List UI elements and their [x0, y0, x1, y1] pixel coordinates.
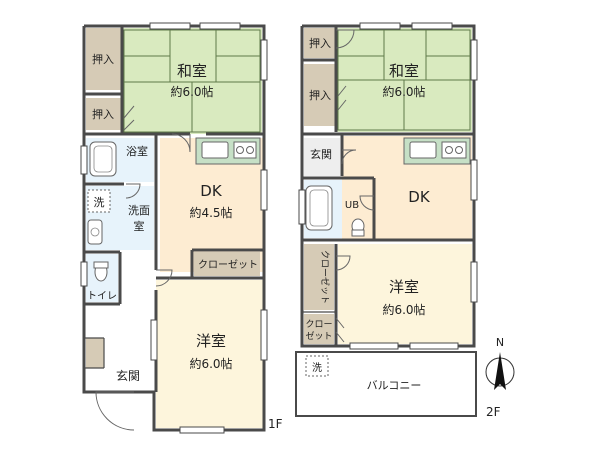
- f2-genkan-fill: [304, 138, 340, 176]
- f2-stove-icon: [441, 141, 467, 159]
- f2-closet-small-fill: [304, 314, 334, 344]
- floor-1: 押入 押入 和室 約6.0帖 浴室 DK 約4.5帖 洗 洗面 室 トイレ クロ…: [80, 22, 283, 434]
- f1-washer-box: [87, 189, 111, 213]
- f1-floor-label: 1F: [268, 417, 283, 431]
- f1-kitchen-sink-icon: [201, 141, 229, 159]
- f1-bathtub-icon: [89, 141, 117, 177]
- f1-oshiire-top-label: 押入: [92, 52, 114, 66]
- f2-doors: [335, 29, 375, 343]
- f2-balcony-label: バルコニー: [367, 379, 422, 392]
- f1-closet-fill: [194, 252, 260, 276]
- f2-yoshitsu-size: 約6.0帖: [382, 302, 425, 317]
- f1-windows: [80, 22, 268, 434]
- f2-closet-tall-label: クローゼット: [319, 250, 331, 304]
- f2-washitsu-size: 約6.0帖: [382, 84, 425, 99]
- compass-north-label: N: [496, 336, 504, 349]
- f1-oshiire-bottom-fill: [86, 98, 122, 130]
- f1-washitsu-size: 約6.0帖: [170, 84, 213, 99]
- f1-sink-icon: [87, 219, 103, 245]
- f2-closet-small-label-1: クロー: [305, 319, 332, 330]
- f1-dk-size: 約4.5帖: [189, 205, 232, 220]
- f2-dk-label: DK: [408, 188, 431, 206]
- f1-doors: [95, 105, 191, 431]
- f1-toilet-label: トイレ: [87, 291, 117, 302]
- f2-wash-mark: 洗: [312, 362, 322, 374]
- f2-floor-label: 2F: [486, 405, 501, 419]
- f2-ub-label: UB: [345, 200, 359, 211]
- f2-yoshitsu-fill: [338, 244, 472, 344]
- f1-tatami-lines: [123, 29, 261, 133]
- f1-closet-label: クローゼット: [198, 259, 258, 271]
- f1-wash-mark: 洗: [94, 196, 105, 209]
- f1-dk-label: DK: [200, 182, 223, 200]
- f2-closet-small-label-2: ゼット: [305, 330, 332, 342]
- f1-genkan-step-fill: [86, 338, 104, 368]
- f1-senmen-label-2: 室: [134, 219, 145, 233]
- f2-oshiire-top-fill: [304, 28, 336, 58]
- f1-yoshitsu-size: 約6.0帖: [189, 356, 232, 371]
- f2-bathtub-icon: [305, 185, 333, 231]
- f1-yoshitsu-label: 洋室: [196, 332, 226, 350]
- f2-yoshitsu-label: 洋室: [389, 278, 419, 296]
- f2-closet-tall-fill: [304, 244, 334, 310]
- f1-fixtures: [87, 137, 261, 282]
- f1-washitsu-label: 和室: [177, 62, 207, 80]
- f2-oshiire-bottom-fill: [304, 64, 336, 126]
- f1-senmen-label-1: 洗面: [128, 204, 150, 217]
- f2-fixtures: [305, 137, 471, 237]
- north-arrow-icon: N: [485, 336, 515, 390]
- f1-oshiire-top-fill: [86, 28, 122, 90]
- f1-oshiire-bottom-label: 押入: [92, 107, 114, 121]
- f1-genkan-label: 玄関: [116, 368, 140, 383]
- f2-washer-box: [305, 355, 329, 377]
- f2-washitsu-label: 和室: [389, 62, 419, 80]
- f2-windows: [298, 22, 478, 350]
- floor-2: 押入 押入 和室 約6.0帖 玄関 UB DK クローゼット クロー ゼット 洋…: [295, 22, 501, 419]
- f1-stove-icon: [233, 141, 257, 159]
- f2-genkan-label: 玄関: [310, 147, 332, 161]
- f2-kitchen-sink-icon: [409, 141, 437, 159]
- f2-oshiire-bottom-label: 押入: [309, 88, 331, 102]
- f1-bath-label: 浴室: [126, 144, 148, 158]
- f2-oshiire-top-label: 押入: [309, 36, 331, 50]
- f1-yoshitsu-fill: [156, 280, 264, 428]
- f2-tatami-lines: [337, 29, 471, 131]
